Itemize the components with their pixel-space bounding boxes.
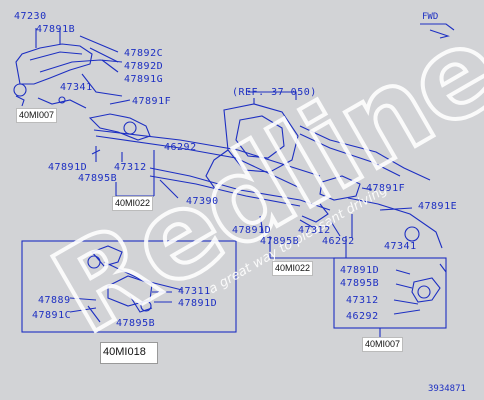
part-label[interactable]: 47891F [132,96,172,107]
part-label[interactable]: 47892C [124,48,164,59]
ref-tag[interactable]: 40MI022 [112,196,154,211]
part-label[interactable]: 47891G [124,74,164,85]
diagram-code: 3934871 [428,384,466,394]
part-label[interactable]: 47891B [36,24,76,35]
part-label[interactable]: 47341 [384,241,417,252]
part-label[interactable]: 47312 [298,225,331,236]
part-label[interactable]: 47891F [366,183,406,194]
part-label[interactable]: 46292 [346,311,379,322]
part-label[interactable]: 47891D [48,162,88,173]
part-label[interactable]: 47311 [178,286,211,297]
ref-tag[interactable]: 40MI022 [272,261,314,276]
part-label[interactable]: 47891D [178,298,218,309]
fwd-label: FWD [422,12,439,22]
part-label[interactable]: 47891D [232,225,272,236]
part-label[interactable]: 47312 [114,162,147,173]
reference-label: (REF. 37-050) [232,87,317,98]
part-label[interactable]: 47892D [124,61,164,72]
part-label[interactable]: 47895B [260,236,300,247]
part-label[interactable]: 47889 [38,295,71,306]
part-label[interactable]: 47312 [346,295,379,306]
part-label[interactable]: 47891E [418,201,458,212]
part-label[interactable]: 47895B [116,318,156,329]
part-label[interactable]: 47891D [340,265,380,276]
part-label[interactable]: 47230 [14,11,47,22]
ref-tag[interactable]: 40MI007 [362,337,404,352]
ref-tag-selected[interactable]: 40MI018 [100,342,158,364]
part-label[interactable]: 46292 [322,236,355,247]
part-label[interactable]: 47895B [78,173,118,184]
part-label[interactable]: 46292 [164,142,197,153]
part-label[interactable]: 47341 [60,82,93,93]
ref-tag[interactable]: 40MI007 [16,108,58,123]
part-label[interactable]: 47390 [186,196,219,207]
part-label[interactable]: 47891C [32,310,72,321]
part-label[interactable]: 47895B [340,278,380,289]
